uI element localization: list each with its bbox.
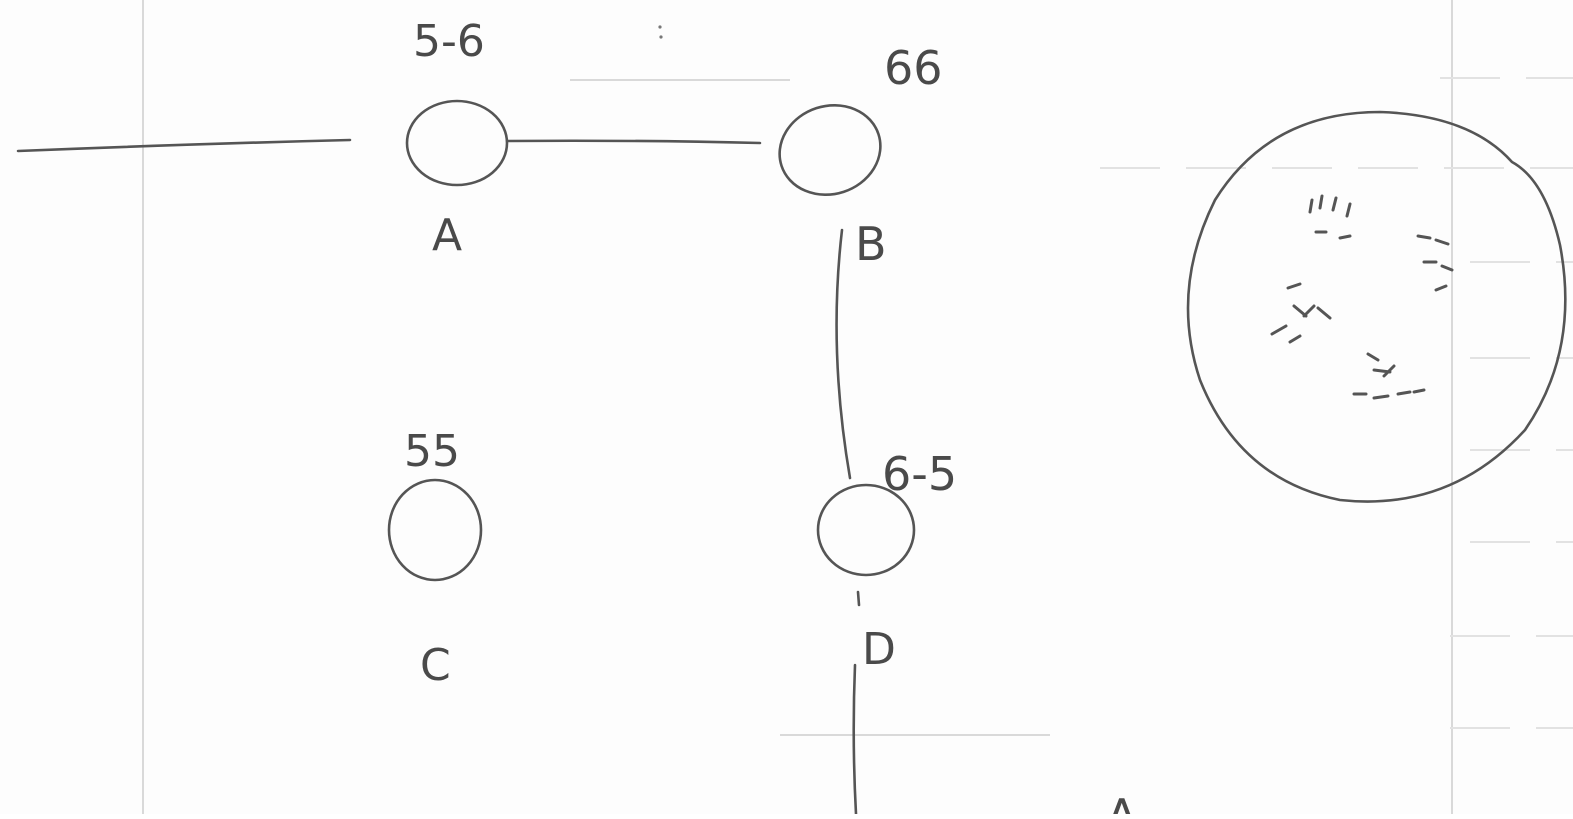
cell-outline: [1186, 110, 1567, 503]
edges: [16, 138, 861, 816]
chromosome-marks: [1270, 194, 1454, 400]
edge-d-outgoing: [852, 663, 858, 816]
node-a-label: A: [432, 210, 462, 261]
node-a-value: 5-6: [413, 16, 485, 67]
edge-incoming-a: [16, 138, 352, 153]
chromosome-cluster: [1352, 352, 1426, 400]
edge-d-tick: [856, 590, 861, 607]
cell-sketch: [1186, 110, 1567, 503]
node-c-value: 55: [404, 426, 460, 477]
edge-a-b: [506, 139, 762, 145]
stray-dot: [659, 35, 663, 39]
chromosome-cluster: [1416, 234, 1454, 292]
paper-lines: [142, 0, 1573, 814]
node-b: 66 B: [778, 41, 943, 271]
node-a-circle: [405, 99, 509, 187]
node-c: 55 C: [387, 426, 483, 691]
chromosome-cluster: [1270, 282, 1332, 344]
edge-b-d: [835, 228, 852, 480]
node-d-label: D: [862, 624, 896, 675]
node-b-value: 66: [884, 41, 943, 95]
stray-dot: [658, 25, 662, 29]
node-c-label: C: [420, 640, 451, 691]
node-b-circle: [778, 103, 882, 197]
chromosome-cluster: [1308, 194, 1352, 240]
node-d: 6-5 D: [816, 447, 957, 675]
node-a: 5-6 A: [405, 16, 509, 261]
node-b-label: B: [855, 217, 887, 271]
node-c-circle: [387, 478, 483, 582]
node-d-value: 6-5: [882, 447, 957, 501]
corner-text: A: [1106, 789, 1138, 814]
stray-dots: [658, 25, 663, 39]
node-d-circle: [816, 483, 916, 577]
